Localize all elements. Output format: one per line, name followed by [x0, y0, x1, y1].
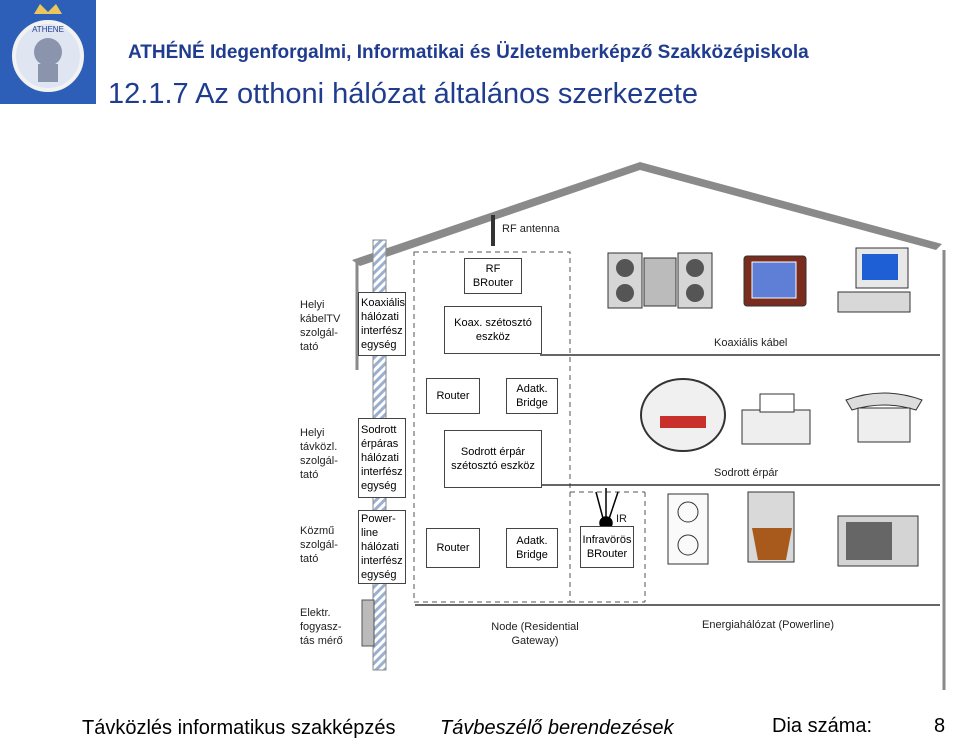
footer-left: Távközlés informatikus szakképzés: [82, 717, 396, 739]
twisted-splitter-box: Sodrott érpár szétosztó eszköz: [444, 430, 542, 488]
twisted-interface-label: Sodrott érpáras hálózati interfész egysé…: [361, 424, 403, 492]
router-box-2: Router: [426, 528, 480, 568]
school-name: ATHÉNÉ Idegenforgalmi, Informatikai és Ü…: [128, 42, 809, 63]
coax-interface-box: Koaxiális hálózati interfész egység: [358, 292, 406, 356]
rf-brouter-label: RF BRouter: [472, 263, 514, 289]
router-box-1: Router: [426, 378, 480, 414]
ir-label: IR: [616, 513, 627, 525]
roof: [352, 162, 942, 266]
bridge-box-1: Adatk. Bridge: [506, 378, 558, 414]
router-label-1: Router: [436, 390, 470, 402]
provider-telecom: Helyi távközl. szolgál-tató: [300, 427, 338, 481]
node-label: Node (Residential Gateway): [491, 621, 579, 647]
ir-brouter-label: Infravörös BRouter: [582, 534, 632, 560]
coax-cable-label: Koaxiális kábel: [714, 337, 788, 349]
ir-arrows: [595, 488, 619, 530]
logo-text: ATHENE: [32, 25, 64, 34]
powerline-interface-box: Power-line hálózati interfész egység: [358, 510, 406, 584]
stereo-icon: [607, 252, 713, 309]
router-label-2: Router: [436, 542, 470, 554]
bridge-label-2: Adatk. Bridge: [516, 535, 548, 561]
tv-icon: [743, 255, 807, 307]
power-socket-icon: [667, 493, 709, 565]
bridge-box-2: Adatk. Bridge: [506, 528, 558, 568]
bridge-label-1: Adatk. Bridge: [516, 383, 548, 409]
microwave-icon: [837, 515, 919, 567]
provider-utility: Közmű szolgál-tató: [300, 525, 338, 565]
footer-slide-label: Dia száma:: [772, 715, 873, 737]
ir-brouter-box: Infravörös BRouter: [580, 526, 634, 568]
coax-interface-label: Koaxiális hálózati interfész egység: [361, 297, 406, 351]
node-boundary: [413, 251, 571, 603]
powerline-interface-label: Power-line hálózati interfész egység: [361, 513, 403, 581]
coax-splitter-box: Koax. szétosztó eszköz: [444, 306, 542, 354]
computer-icon: [837, 247, 911, 313]
school-logo: ATHENE: [0, 0, 96, 104]
twisted-splitter-label: Sodrott érpár szétosztó eszköz: [451, 446, 535, 472]
electricity-meter-icon: [640, 378, 726, 452]
coax-splitter-label: Koax. szétosztó eszköz: [454, 317, 532, 343]
coffee-maker-icon: [747, 491, 795, 563]
footer-slide-number: 8: [934, 715, 946, 737]
slide-title: 12.1.7 Az otthoni hálózat általános szer…: [108, 78, 699, 110]
fax-icon: [741, 393, 811, 445]
twisted-interface-box: Sodrott érpáras hálózati interfész egysé…: [358, 418, 406, 498]
meter-block: [361, 599, 375, 647]
footer-center: Távbeszélő berendezések: [440, 717, 674, 739]
twisted-pair-label: Sodrott érpár: [714, 467, 779, 479]
rf-antenna-label: RF antenna: [502, 223, 560, 235]
powerline-label: Energiahálózat (Powerline): [702, 619, 835, 631]
rf-brouter-box: RF BRouter: [464, 258, 522, 294]
provider-meter: Elektr. fogyasz-tás mérő: [300, 607, 343, 647]
provider-cable: Helyi kábelTV szolgál-tató: [300, 299, 341, 353]
telephone-icon: [845, 392, 923, 443]
